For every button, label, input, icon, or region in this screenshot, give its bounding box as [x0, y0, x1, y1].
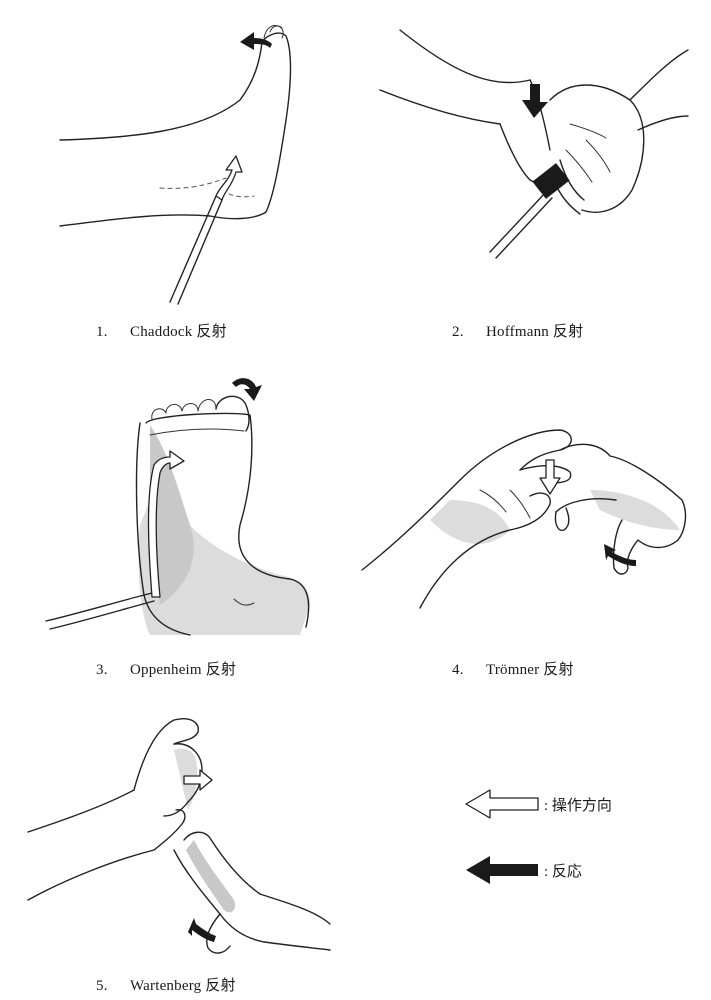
tromner-illustration [361, 429, 687, 609]
solid-arrow-icon [466, 856, 538, 884]
caption-label: Oppenheim 反射 [130, 662, 237, 678]
caption-label: Chaddock 反射 [130, 324, 227, 340]
caption-tromner: 4. Trömner 反射 [452, 658, 574, 679]
legend-operation: : 操作方向 [464, 788, 612, 820]
caption-number: 3. [96, 662, 108, 678]
panel-oppenheim [40, 365, 340, 645]
chaddock-illustration [59, 25, 292, 305]
wartenberg-illustration [27, 718, 331, 954]
caption-number: 2. [452, 324, 464, 340]
legend-response: : 反応 [464, 854, 582, 886]
oppenheim-illustration [45, 378, 310, 636]
caption-oppenheim: 3. Oppenheim 反射 [96, 658, 236, 679]
caption-label: Wartenberg 反射 [130, 978, 236, 994]
caption-wartenberg: 5. Wartenberg 反射 [96, 974, 236, 995]
hoffmann-illustration [379, 29, 689, 259]
caption-label: Hoffmann 反射 [486, 324, 584, 340]
panel-tromner [360, 400, 690, 620]
hollow-arrow-icon [465, 789, 539, 819]
legend-response-label: : 反応 [544, 863, 582, 880]
caption-number: 5. [96, 978, 108, 994]
caption-hoffmann: 2. Hoffmann 反射 [452, 320, 583, 341]
caption-number: 4. [452, 662, 464, 678]
caption-number: 1. [96, 324, 108, 340]
caption-chaddock: 1. Chaddock 反射 [96, 320, 227, 341]
legend-operation-label: : 操作方向 [544, 797, 612, 814]
panel-hoffmann [370, 20, 690, 290]
panel-chaddock [40, 20, 340, 310]
panel-wartenberg [24, 710, 334, 970]
caption-label: Trömner 反射 [486, 662, 574, 678]
